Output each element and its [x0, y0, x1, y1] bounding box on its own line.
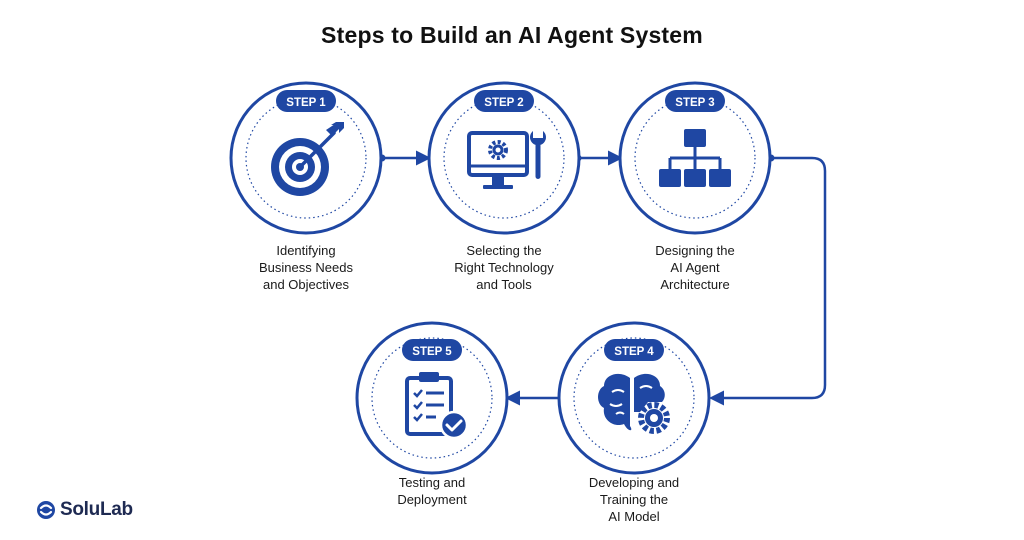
step-5-badge: STEP 5 — [412, 346, 452, 358]
step-5-label: Testing and Deployment — [397, 475, 467, 507]
hierarchy-icon — [659, 129, 731, 187]
brand-name: SoluLab — [60, 499, 133, 520]
solulab-logo-icon — [37, 501, 55, 519]
step-3-label: Designing the AI Agent Architecture — [655, 243, 735, 292]
solulab-logo: SoluLab — [36, 498, 133, 522]
brain-gear-icon — [598, 373, 670, 434]
step-3-badge: STEP 3 — [675, 97, 714, 109]
monitor-wrench-icon — [467, 131, 546, 189]
step-1: STEP 1 — [229, 81, 383, 235]
connector-step3-step4 — [709, 156, 827, 406]
step-4-label: Developing and Training the AI Model — [588, 475, 680, 524]
step-3: STEP 3 — [618, 81, 772, 235]
step-4: STEP 4 — [557, 321, 711, 475]
step-5: STEP 5 — [355, 321, 509, 475]
step-2-badge: STEP 2 — [484, 97, 523, 109]
clipboard-check-icon — [405, 372, 469, 440]
target-icon — [271, 122, 344, 196]
step-1-label: Identifying Business Needs and Objective… — [259, 243, 353, 292]
step-2-label: Selecting the Right Technology and Tools — [454, 243, 554, 292]
step-1-badge: STEP 1 — [286, 97, 326, 109]
step-2: STEP 2 — [427, 81, 581, 235]
step-4-badge: STEP 4 — [614, 346, 654, 358]
page-title: Steps to Build an AI Agent System — [321, 22, 703, 48]
